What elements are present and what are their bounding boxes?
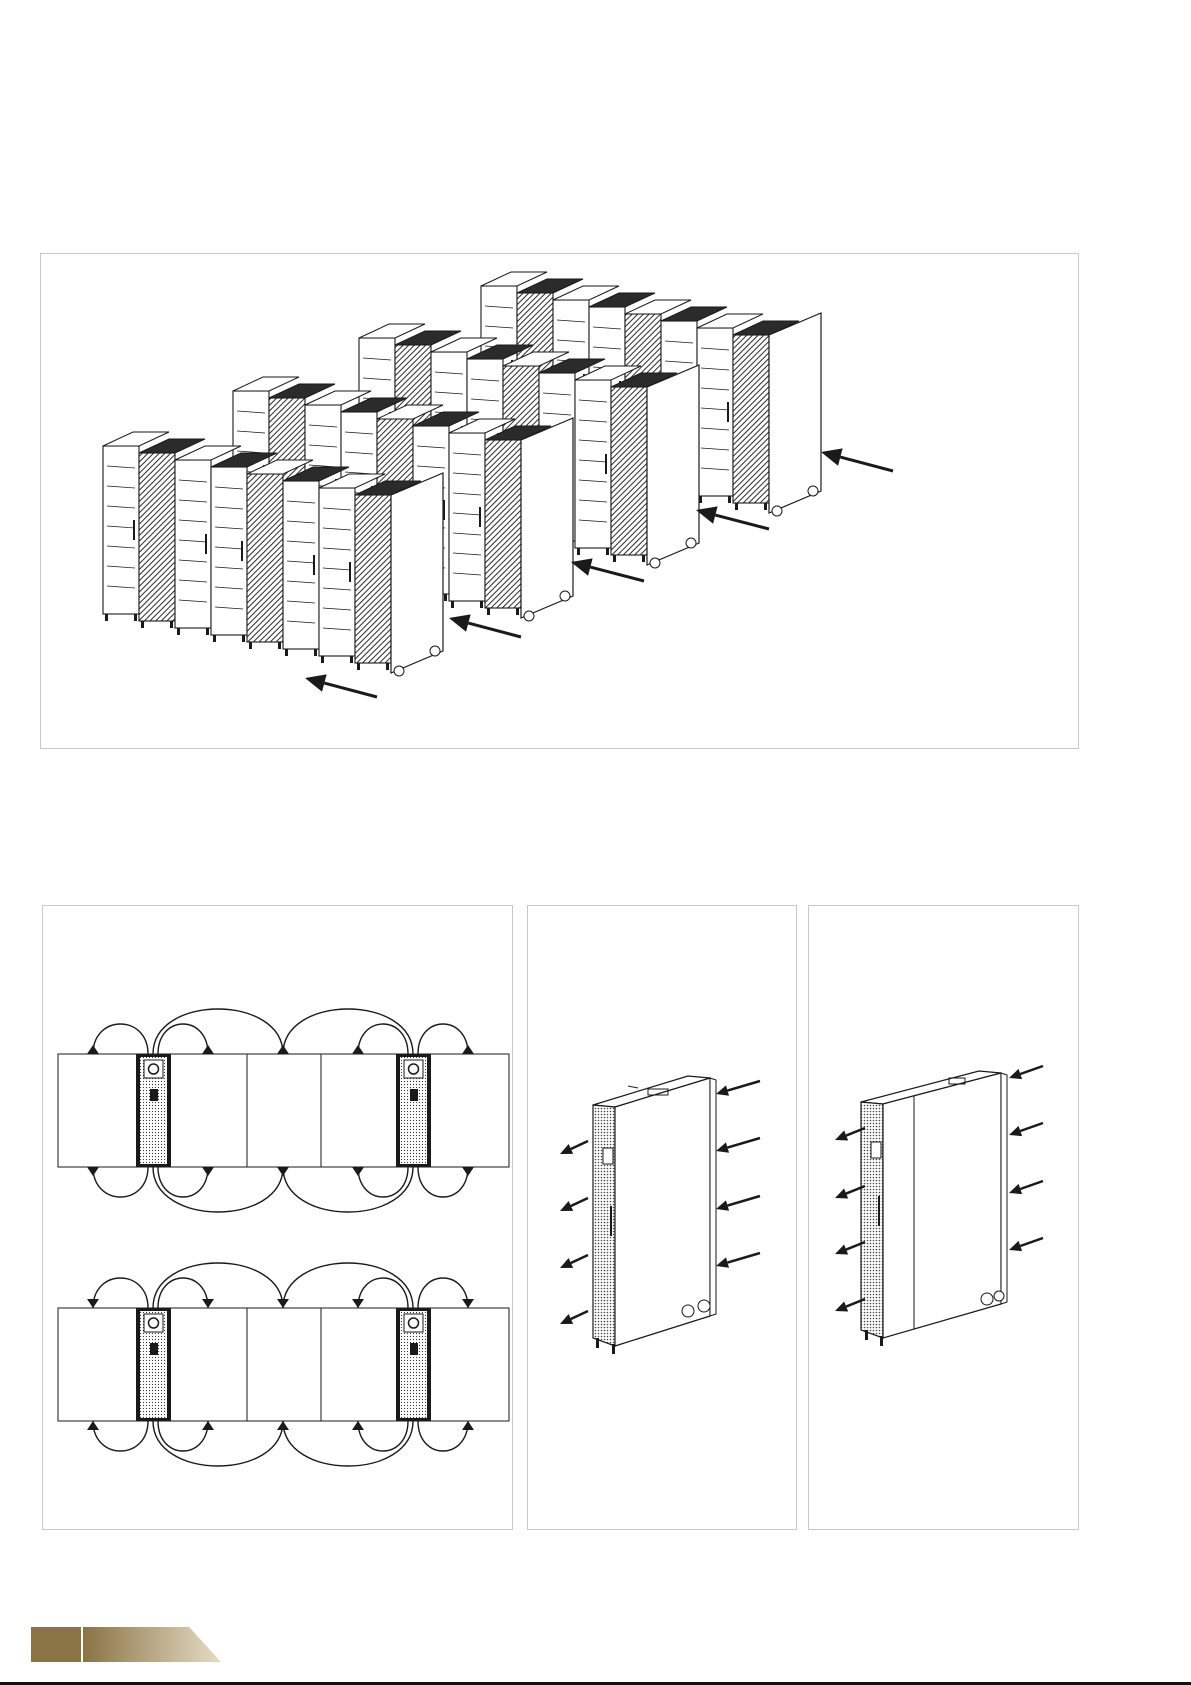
arrow-icon xyxy=(87,1045,99,1054)
ups-unit-icon xyxy=(396,1308,431,1421)
airflow-arrow-icon xyxy=(449,614,521,637)
airflow-arrow-icon xyxy=(1009,1181,1043,1194)
airflow-arrow-icon xyxy=(716,1253,760,1268)
cabinet-side-panel xyxy=(647,365,699,568)
cabinet-rows-svg xyxy=(41,254,1080,750)
arrow-icon xyxy=(352,1421,364,1430)
arrow-icon xyxy=(352,1045,364,1054)
ups-unit-icon xyxy=(396,1054,431,1167)
arrow-icon xyxy=(462,1299,474,1308)
cabinet-side-panel xyxy=(391,473,443,676)
airflow-arrow-icon xyxy=(696,506,769,529)
airflow-arrow-icon xyxy=(560,1141,588,1154)
arrow-icon xyxy=(277,1421,289,1430)
cabinet-icon xyxy=(593,1076,716,1354)
arrow-icon xyxy=(352,1299,364,1308)
airflow-plan-svg xyxy=(43,906,514,1531)
airflow-arrow-icon xyxy=(1009,1123,1043,1136)
arrow-icon xyxy=(202,1167,214,1176)
arrow-icon xyxy=(277,1045,289,1054)
ups-unit-icon xyxy=(136,1308,171,1421)
airflow-arrow-icon xyxy=(716,1196,760,1211)
ups-unit-icon xyxy=(136,1054,171,1167)
airflow-arrow-icon xyxy=(560,1255,588,1268)
airflow-arrow-icon xyxy=(305,674,377,697)
cabinet-side-panel xyxy=(521,418,573,621)
airflow-arrow-icon xyxy=(571,558,644,581)
arrow-icon xyxy=(277,1299,289,1308)
airflow-arrow-icon xyxy=(1009,1066,1043,1079)
airflow-arrow-icon xyxy=(821,448,893,471)
arrow-icon xyxy=(352,1167,364,1176)
airflow-arrow-icon xyxy=(560,1198,588,1211)
airflow-arrow-icon xyxy=(1009,1238,1043,1251)
airflow-arrow-icon xyxy=(716,1081,760,1096)
cabinet-airflow-front xyxy=(527,905,797,1530)
rows-group xyxy=(103,272,821,676)
airflow-diagram-up xyxy=(58,1009,509,1212)
arrow-icon xyxy=(462,1167,474,1176)
arrow-icon xyxy=(202,1299,214,1308)
arrow-icon xyxy=(202,1421,214,1430)
airflow-arrow-icon xyxy=(560,1311,588,1324)
arrow-icon xyxy=(202,1045,214,1054)
arrow-icon xyxy=(87,1299,99,1308)
airflow-arrow-icon xyxy=(716,1138,760,1153)
airflow-diagram-down xyxy=(58,1263,509,1466)
cabinet-airflow-wide xyxy=(808,905,1079,1530)
arrow-icon xyxy=(462,1421,474,1430)
cabinet-b-svg xyxy=(809,906,1080,1531)
cabinet-icon xyxy=(861,1071,1007,1346)
arrow-icon xyxy=(462,1045,474,1054)
arrow-icon xyxy=(87,1421,99,1430)
cabinet-rows-illustration xyxy=(40,253,1079,749)
cabinet-a-svg xyxy=(528,906,798,1531)
arrow-icon xyxy=(87,1167,99,1176)
footer-band xyxy=(31,1627,221,1662)
airflow-plan-diagram xyxy=(42,905,513,1530)
cabinet-side-panel xyxy=(769,313,821,516)
arrow-icon xyxy=(277,1167,289,1176)
